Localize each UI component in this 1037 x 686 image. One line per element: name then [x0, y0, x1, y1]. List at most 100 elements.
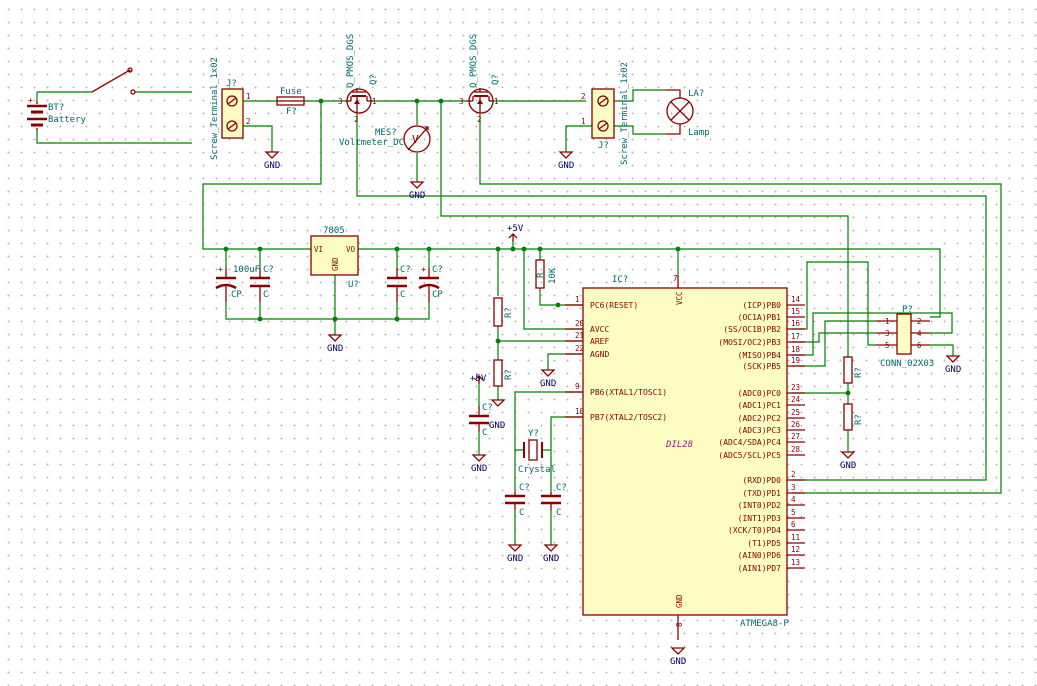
mcu-right-pin-label: (ADC2)PC2 — [738, 414, 782, 423]
battery-symbol[interactable]: + BT? Battery — [27, 96, 87, 131]
gnd-label: GND — [409, 191, 425, 201]
mcu-right-pin-label: (RXD)PD0 — [742, 476, 781, 485]
cap-c1-value: 100uF — [233, 265, 260, 275]
cap-xtal1[interactable]: C? C — [505, 483, 530, 518]
resistor-avcc[interactable]: R? — [493, 297, 514, 327]
gnd-icon — [558, 151, 574, 159]
mcu-right-pin-label: (XCK/T0)PD4 — [728, 526, 781, 535]
output-terminal[interactable]: 2 1 J? Screw_Terminal_1x02 — [581, 62, 630, 165]
fuse-symbol[interactable]: Fuse F? — [276, 87, 305, 117]
cap-aref[interactable]: C? C — [469, 403, 493, 438]
mcu-left-pin-label: PC6(RESET) — [590, 301, 638, 310]
mcu-right-pin-number: 11 — [791, 533, 800, 542]
crystal-symbol[interactable]: Y? Crystal — [518, 429, 556, 475]
resistor-aref[interactable]: R? — [493, 359, 514, 387]
cap-xtal2-value: C — [556, 508, 561, 518]
mcu-right-pin-number: 16 — [791, 319, 801, 328]
gnd-label: GND — [507, 554, 523, 564]
cap-c2-ref: C? — [263, 265, 274, 275]
cap-c4[interactable]: + C? CP — [418, 265, 443, 302]
regulator-7805[interactable]: VI VO GND 7805 U? — [310, 226, 359, 290]
mcu-right-pin-number: 2 — [791, 470, 796, 479]
gnd-icon — [264, 151, 280, 159]
crystal-ref: Y? — [528, 429, 539, 439]
svg-text:+: + — [28, 96, 33, 105]
cap-c2[interactable]: C? C — [250, 265, 274, 302]
mcu-right-pin-label: (INT1)PD3 — [738, 514, 782, 523]
mcu-right-pin-number: 17 — [791, 332, 800, 341]
gnd-label: GND — [264, 161, 280, 171]
cap-c1[interactable]: + 100uF CP — [215, 265, 260, 302]
mosfet-q1[interactable]: 3 1 2 Q? Q_PMOS_DGS — [338, 34, 379, 124]
isp-pin2: 2 — [917, 317, 922, 326]
cap-xtal2[interactable]: C? C — [541, 483, 567, 518]
mcu-right-pin-number: 6 — [791, 520, 796, 529]
mcu-package: DIL28 — [665, 440, 693, 450]
mcu-right-pin-label: (SS/OC1B)PB2 — [723, 325, 781, 334]
mcu-left-pins: 1PC6(RESET)20AVCC21AREF22AGND9PB6(XTAL1/… — [565, 295, 667, 422]
resistor-pc0b-ref: R? — [854, 414, 864, 425]
cap-c4-value: CP — [432, 290, 443, 300]
resistor-pc0a[interactable]: R? — [843, 356, 864, 384]
mcu-right-pin-number: 18 — [791, 345, 801, 354]
input-terminal-pin2: 2 — [246, 117, 251, 126]
input-terminal-value: Screw_Terminal_1x02 — [210, 57, 220, 160]
svg-text:+: + — [218, 265, 223, 274]
mcu-left-pin-number: 21 — [575, 331, 584, 340]
mcu-right-pin-label: (ADC0)PC0 — [738, 389, 782, 398]
resistor-pc0b[interactable]: R? — [843, 403, 864, 431]
mcu-right-pin-label: (SCK)PB5 — [742, 362, 781, 371]
wires — [36, 89, 1002, 545]
resistor-reset-ref: R — [536, 272, 546, 278]
gnd-icon — [540, 369, 556, 377]
cap-aref-value: C — [482, 428, 487, 438]
mcu-right-pin-number: 27 — [791, 432, 800, 441]
voltmeter-symbol[interactable]: V MES? Voltmeter_DC — [339, 125, 431, 153]
isp-pin3: 3 — [885, 329, 890, 338]
q2-value: Q_PMOS_DGS — [469, 34, 479, 88]
mcu-gnd-pin: 8 — [675, 622, 684, 627]
gnd-label: GND — [540, 379, 556, 389]
mcu-right-pin-label: (MOSI/OC2)PB3 — [718, 338, 781, 347]
mcu-right-pin-number: 25 — [791, 408, 800, 417]
q2-pin1: 1 — [494, 97, 499, 106]
q2-ref: Q? — [491, 74, 501, 85]
regulator-pin-gnd: GND — [331, 257, 340, 271]
resistor-aref-ref: R? — [504, 369, 514, 380]
mcu-left-pin-label: AREF — [590, 337, 609, 346]
mcu-right-pin-number: 26 — [791, 420, 801, 429]
isp-pin6: 6 — [917, 341, 922, 350]
mcu-left-pin-number: 1 — [575, 295, 580, 304]
gnd-icon — [945, 355, 961, 363]
input-terminal[interactable]: 1 2 J? Screw_Terminal_1x02 — [210, 57, 251, 160]
mcu-right-pin-label: (ADC1)PC1 — [738, 401, 782, 410]
output-terminal-pin2: 2 — [581, 92, 586, 101]
mcu-right-pin-number: 28 — [791, 445, 801, 454]
gnd-icon — [507, 544, 523, 552]
q1-pin1: 1 — [372, 97, 377, 106]
isp-pin4: 4 — [917, 329, 922, 338]
mosfet-q2[interactable]: 3 1 2 Q? Q_PMOS_DGS — [459, 34, 501, 124]
cap-c3-value: C — [400, 290, 405, 300]
output-terminal-pin1: 1 — [581, 117, 586, 126]
isp-pin5: 5 — [885, 341, 890, 350]
switch-symbol[interactable] — [91, 67, 136, 95]
isp-value: CONN_02X03 — [880, 359, 934, 369]
q2-pin2: 2 — [477, 115, 482, 124]
cap-c3[interactable]: C? C — [387, 265, 411, 302]
isp-connector[interactable]: 1 2 3 4 5 6 P? CONN_02X03 — [876, 305, 934, 369]
lamp-symbol[interactable]: LA? Lamp — [666, 89, 710, 138]
battery-value: Battery — [48, 115, 87, 125]
resistor-reset[interactable]: R 10K — [535, 259, 558, 289]
input-terminal-pin1: 1 — [246, 92, 251, 101]
gnd-label: GND — [543, 554, 559, 564]
regulator-ref: U? — [348, 280, 359, 290]
atmega8-mcu[interactable]: 1PC6(RESET)20AVCC21AREF22AGND9PB6(XTAL1/… — [565, 274, 805, 640]
mcu-right-pin-label: (INT0)PD2 — [738, 501, 782, 510]
mcu-right-pin-number: 23 — [791, 383, 800, 392]
gnd-label: GND — [840, 461, 856, 471]
cap-xtal1-value: C — [519, 508, 524, 518]
gnd-label: GND — [558, 161, 574, 171]
resistor-reset-value: 10K — [548, 267, 558, 284]
